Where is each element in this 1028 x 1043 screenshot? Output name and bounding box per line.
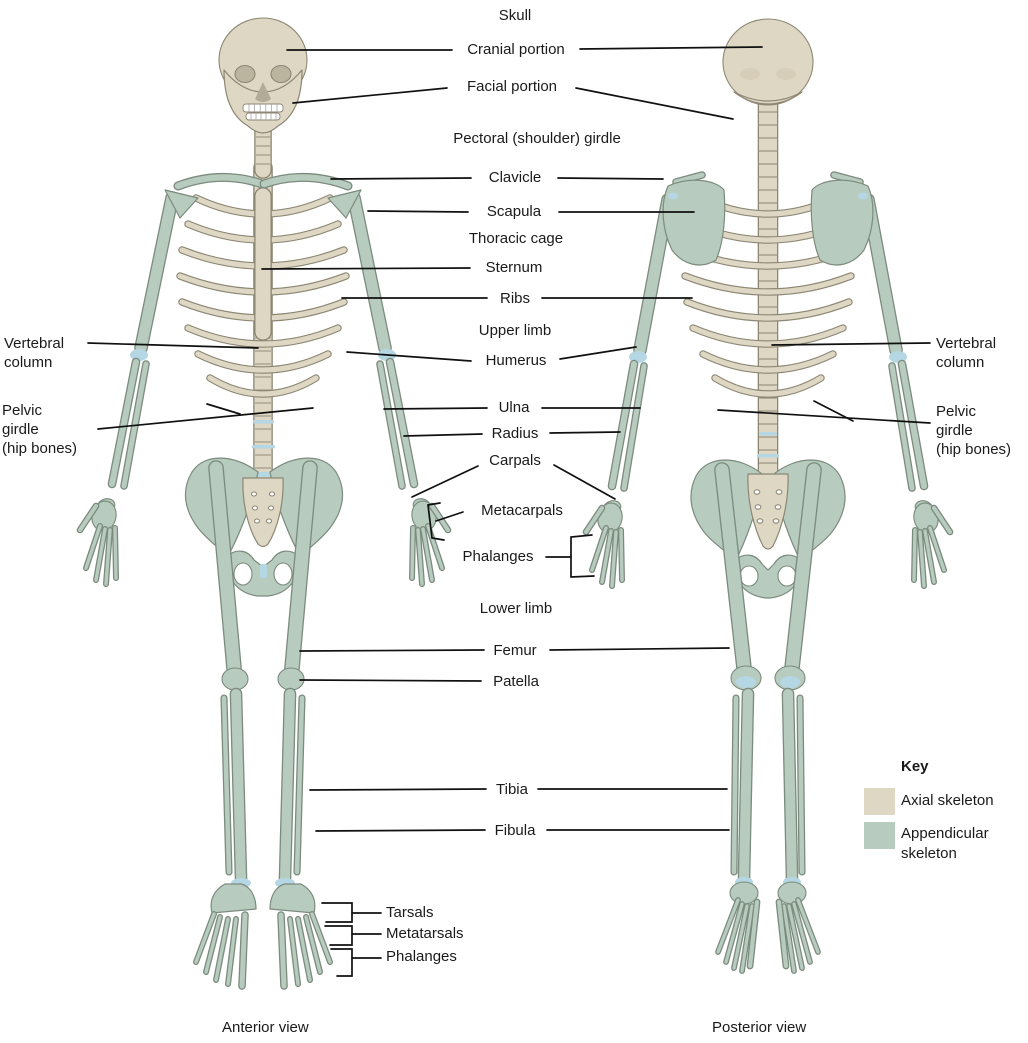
label-vertebral-column-left: Vertebral column: [4, 335, 65, 371]
label-cranial-portion: Cranial portion: [467, 41, 565, 58]
label-humerus: Humerus: [485, 352, 547, 369]
axial-skeleton-swatch: [864, 788, 895, 815]
label-ribs: Ribs: [499, 290, 531, 307]
anterior-view-caption: Anterior view: [222, 1019, 309, 1036]
key-title: Key: [901, 758, 929, 775]
label-tarsals: Tarsals: [386, 904, 434, 921]
label-clavicle: Clavicle: [488, 169, 542, 186]
label-phalanges-foot: Phalanges: [386, 948, 457, 965]
label-thoracic-cage: Thoracic cage: [468, 230, 564, 247]
label-sternum: Sternum: [485, 259, 543, 276]
key-label-appendicular: Appendicular skeleton: [901, 825, 989, 862]
label-metatarsals: Metatarsals: [386, 925, 464, 942]
label-tibia: Tibia: [496, 781, 528, 798]
label-pelvic-girdle-left: Pelvic girdle (hip bones): [2, 402, 78, 457]
label-pectoral-girdle: Pectoral (shoulder) girdle: [453, 130, 621, 147]
label-vertebral-column-right: Vertebral column: [936, 335, 997, 371]
label-ulna: Ulna: [498, 399, 530, 416]
label-patella: Patella: [493, 673, 539, 690]
label-facial-portion: Facial portion: [466, 78, 558, 95]
label-metacarpals: Metacarpals: [481, 502, 563, 519]
key-label-axial: Axial skeleton: [901, 792, 994, 809]
label-phalanges-hand: Phalanges: [462, 548, 534, 565]
label-lower-limb: Lower limb: [479, 600, 553, 617]
posterior-skeleton-figure: [582, 18, 954, 974]
label-scapula: Scapula: [486, 203, 542, 220]
label-leader-lines: [87, 46, 931, 977]
label-radius: Radius: [491, 425, 539, 442]
appendicular-skeleton-swatch: [864, 822, 895, 849]
label-fibula: Fibula: [494, 822, 536, 839]
label-femur: Femur: [493, 642, 537, 659]
posterior-view-caption: Posterior view: [712, 1019, 807, 1036]
anterior-skeleton-figure: [76, 17, 452, 990]
label-pelvic-girdle-right: Pelvic girdle (hip bones): [936, 403, 1012, 458]
label-skull: Skull: [498, 7, 532, 24]
label-carpals: Carpals: [489, 452, 541, 469]
label-upper-limb: Upper limb: [478, 322, 552, 339]
